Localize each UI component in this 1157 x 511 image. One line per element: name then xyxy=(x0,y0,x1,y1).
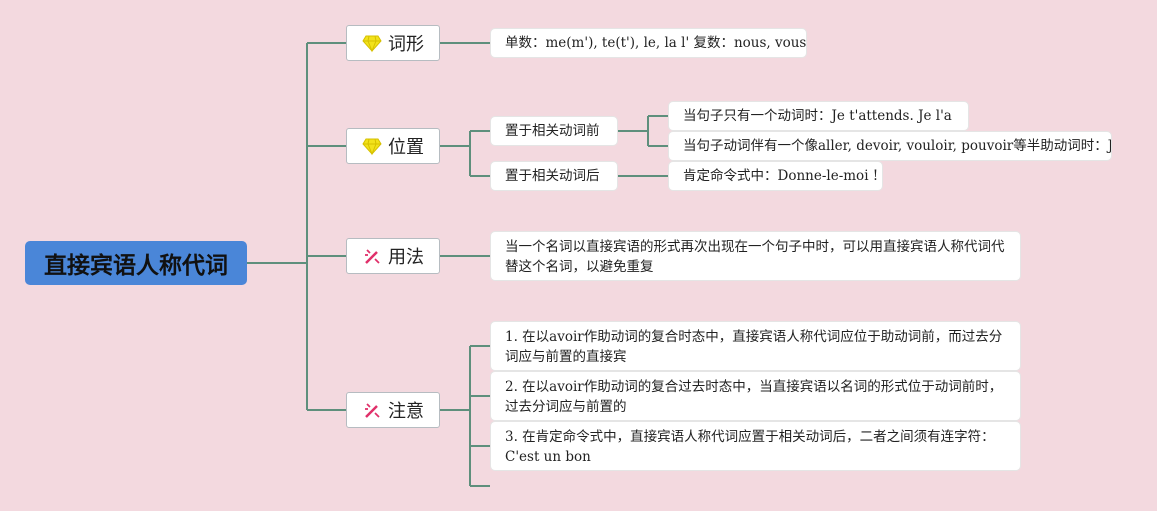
sub-label: 置于相关动词前 xyxy=(505,123,600,139)
leaf-word-form[interactable]: 单数：me(m'), te(t'), le, la l' 复数：nous, vo… xyxy=(490,28,807,58)
leaf-text: 当一个名词以直接宾语的形式再次出现在一个句子中时，可以用直接宾语人称代词代替这个… xyxy=(505,239,1005,275)
branch-label: 用法 xyxy=(388,247,424,268)
sub-before-verb[interactable]: 置于相关动词前 xyxy=(490,116,618,146)
leaf-text: 3. 在肯定命令式中，直接宾语人称代词应置于相关动词后，二者之间须有连字符：C'… xyxy=(505,429,995,465)
root-topic[interactable]: 直接宾语人称代词 xyxy=(25,241,247,285)
leaf-note-2[interactable]: 2. 在以avoir作助动词的复合过去时态中，当直接宾语以名词的形式位于动词前时… xyxy=(490,371,1021,421)
leaf-single-verb[interactable]: 当句子只有一个动词时：Je t'attends. Je l'a xyxy=(668,101,969,131)
root-title: 直接宾语人称代词 xyxy=(44,253,228,279)
leaf-text: 2. 在以avoir作助动词的复合过去时态中，当直接宾语以名词的形式位于动词前时… xyxy=(505,379,1003,415)
leaf-text: 单数：me(m'), te(t'), le, la l' 复数：nous, vo… xyxy=(505,35,807,51)
sub-label: 置于相关动词后 xyxy=(505,168,600,184)
gem-icon xyxy=(362,138,382,156)
branch-label: 词形 xyxy=(388,34,424,55)
sub-after-verb[interactable]: 置于相关动词后 xyxy=(490,161,618,191)
leaf-text: 当句子只有一个动词时：Je t'attends. Je l'a xyxy=(683,108,952,124)
leaf-semi-auxiliary[interactable]: 当句子动词伴有一个像aller, devoir, vouloir, pouvoi… xyxy=(668,131,1112,161)
branch-notes[interactable]: 注意 xyxy=(346,392,440,428)
leaf-note-3[interactable]: 3. 在肯定命令式中，直接宾语人称代词应置于相关动词后，二者之间须有连字符：C'… xyxy=(490,421,1021,471)
leaf-text: 肯定命令式中：Donne-le-moi ! xyxy=(683,168,879,184)
gem-icon xyxy=(362,35,382,53)
leaf-text: 1. 在以avoir作助动词的复合时态中，直接宾语人称代词应位于助动词前，而过去… xyxy=(505,329,1003,365)
branch-position[interactable]: 位置 xyxy=(346,128,440,164)
leaf-imperative[interactable]: 肯定命令式中：Donne-le-moi ! xyxy=(668,161,883,191)
leaf-note-1[interactable]: 1. 在以avoir作助动词的复合时态中，直接宾语人称代词应位于助动词前，而过去… xyxy=(490,321,1021,371)
wand-icon xyxy=(365,249,380,264)
branch-usage[interactable]: 用法 xyxy=(346,238,440,274)
leaf-usage[interactable]: 当一个名词以直接宾语的形式再次出现在一个句子中时，可以用直接宾语人称代词代替这个… xyxy=(490,231,1021,281)
branch-word-form[interactable]: 词形 xyxy=(346,25,440,61)
wand-icon xyxy=(365,403,380,418)
branch-label: 位置 xyxy=(388,137,424,158)
branch-label: 注意 xyxy=(388,401,424,422)
leaf-text: 当句子动词伴有一个像aller, devoir, vouloir, pouvoi… xyxy=(683,138,1112,154)
